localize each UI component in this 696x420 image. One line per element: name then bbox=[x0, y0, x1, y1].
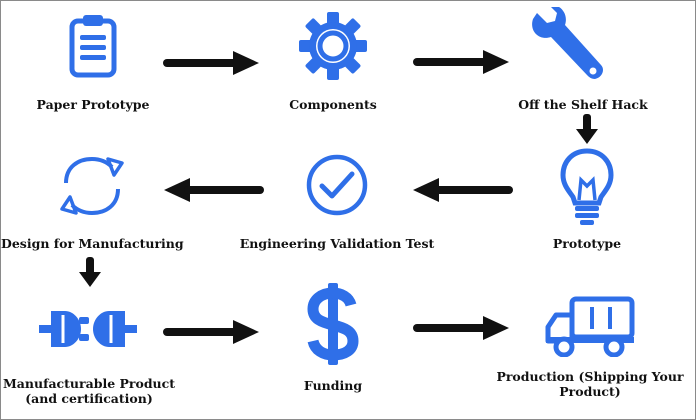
wrench-icon bbox=[532, 7, 603, 79]
checkmark-circle-icon bbox=[306, 154, 368, 216]
step-label-manufacturable-product: Manufacturable Product (and certificatio… bbox=[1, 376, 177, 406]
step-label-funding: Funding bbox=[303, 378, 363, 393]
clipboard-icon bbox=[69, 15, 117, 78]
step-label-line2: (and certification) bbox=[25, 391, 153, 406]
lightbulb-icon bbox=[560, 148, 614, 225]
step-label-paper-prototype: Paper Prototype bbox=[36, 97, 150, 112]
arrow-left-1 bbox=[413, 178, 513, 202]
arrow-right-1 bbox=[163, 51, 259, 75]
dollar-sign-icon bbox=[307, 283, 359, 365]
truck-icon bbox=[545, 296, 635, 357]
step-label-line2: Product) bbox=[559, 384, 621, 399]
step-label-line1: Production (Shipping Your bbox=[496, 369, 684, 384]
refresh-cycle-icon bbox=[60, 156, 124, 216]
plug-connector-icon bbox=[39, 311, 137, 347]
step-label-engineering-validation-test: Engineering Validation Test bbox=[239, 236, 435, 251]
arrow-right-2 bbox=[413, 50, 509, 74]
arrow-right-3 bbox=[163, 320, 259, 344]
step-label-off-the-shelf-hack: Off the Shelf Hack bbox=[518, 97, 648, 112]
step-label-design-for-manufacturing: Design for Manufacturing bbox=[1, 236, 184, 251]
arrow-down-1 bbox=[576, 114, 598, 144]
arrow-down-2 bbox=[79, 257, 101, 287]
arrow-left-2 bbox=[164, 178, 264, 202]
step-label-line1: Manufacturable Product bbox=[2, 376, 176, 391]
gear-icon bbox=[299, 12, 367, 80]
arrow-right-4 bbox=[413, 316, 509, 340]
step-label-production: Production (Shipping Your Product) bbox=[495, 369, 685, 399]
step-label-components: Components bbox=[289, 97, 377, 112]
step-label-prototype: Prototype bbox=[552, 236, 622, 251]
